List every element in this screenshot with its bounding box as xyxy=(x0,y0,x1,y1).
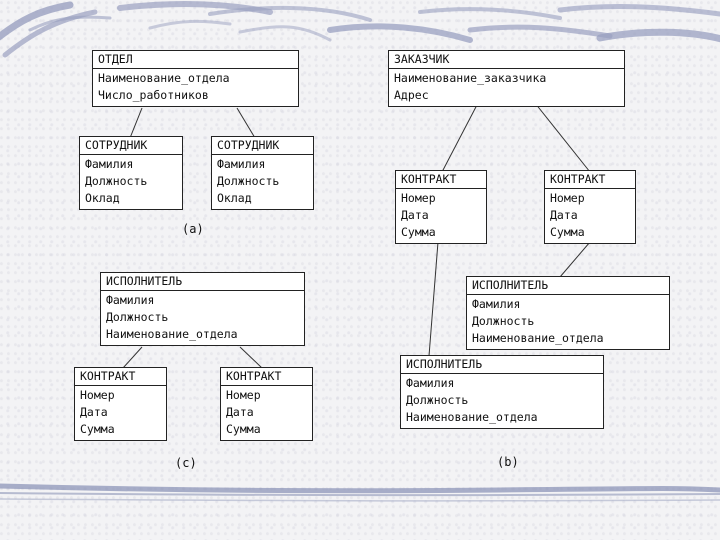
attribute: Фамилия xyxy=(106,292,299,309)
link-kontr-isp-b2 xyxy=(429,242,438,356)
caption-c: (c) xyxy=(175,456,197,470)
entity-name: КОНТРАКТ xyxy=(545,171,635,189)
entity-ispolnitel-c: ИСПОЛНИТЕЛЬ Фамилия Должность Наименован… xyxy=(100,272,305,346)
attribute: Номер xyxy=(550,190,630,207)
entity-name: ИСПОЛНИТЕЛЬ xyxy=(101,273,304,291)
link-zakazchik-kontr2 xyxy=(535,103,590,172)
attribute: Дата xyxy=(80,404,161,421)
entity-ispolnitel-b2: ИСПОЛНИТЕЛЬ Фамилия Должность Наименован… xyxy=(400,355,604,429)
attribute: Наименование_отдела xyxy=(106,326,299,343)
entity-kontrakt-b1: КОНТРАКТ Номер Дата Сумма xyxy=(395,170,487,244)
attribute: Фамилия xyxy=(406,375,598,392)
attribute: Адрес xyxy=(394,87,619,104)
attribute: Должность xyxy=(106,309,299,326)
entity-kontrakt-c2: КОНТРАКТ Номер Дата Сумма xyxy=(220,367,313,441)
entity-name: ИСПОЛНИТЕЛЬ xyxy=(467,277,669,295)
attribute: Дата xyxy=(550,207,630,224)
attribute: Сумма xyxy=(80,421,161,438)
attribute: Наименование_заказчика xyxy=(394,70,619,87)
link-kontr-isp-b1 xyxy=(560,242,590,277)
entity-name: ОТДЕЛ xyxy=(93,51,298,69)
attribute: Номер xyxy=(226,387,307,404)
entity-name: КОНТРАКТ xyxy=(396,171,486,189)
caption-b: (b) xyxy=(497,455,519,469)
link-isp-kontr-c1 xyxy=(123,347,142,368)
attribute: Сумма xyxy=(401,224,481,241)
entity-ispolnitel-b1: ИСПОЛНИТЕЛЬ Фамилия Должность Наименован… xyxy=(466,276,670,350)
attribute: Наименование_отдела xyxy=(472,330,664,347)
entity-sotrudnik-2: СОТРУДНИК Фамилия Должность Оклад xyxy=(211,136,314,210)
attribute: Должность xyxy=(217,173,308,190)
entity-name: КОНТРАКТ xyxy=(75,368,166,386)
attribute: Номер xyxy=(80,387,161,404)
entity-name: ЗАКАЗЧИК xyxy=(389,51,624,69)
attribute: Наименование_отдела xyxy=(98,70,293,87)
attribute: Оклад xyxy=(217,190,308,207)
entity-name: СОТРУДНИК xyxy=(80,137,182,155)
attribute: Сумма xyxy=(226,421,307,438)
caption-a: (a) xyxy=(182,222,204,236)
attribute: Дата xyxy=(401,207,481,224)
entity-name: СОТРУДНИК xyxy=(212,137,313,155)
link-isp-kontr-c2 xyxy=(240,347,262,368)
attribute: Должность xyxy=(85,173,177,190)
attribute: Фамилия xyxy=(472,296,664,313)
entity-name: КОНТРАКТ xyxy=(221,368,312,386)
attribute: Должность xyxy=(406,392,598,409)
link-zakazchik-kontr1 xyxy=(442,103,478,172)
attribute: Фамилия xyxy=(217,156,308,173)
entity-otdel: ОТДЕЛ Наименование_отдела Число_работник… xyxy=(92,50,299,107)
attribute: Наименование_отдела xyxy=(406,409,598,426)
attribute: Дата xyxy=(226,404,307,421)
entity-name: ИСПОЛНИТЕЛЬ xyxy=(401,356,603,374)
link-otdel-sotr2 xyxy=(237,108,255,138)
attribute: Оклад xyxy=(85,190,177,207)
entity-kontrakt-b2: КОНТРАКТ Номер Дата Сумма xyxy=(544,170,636,244)
attribute: Номер xyxy=(401,190,481,207)
attribute: Сумма xyxy=(550,224,630,241)
attribute: Число_работников xyxy=(98,87,293,104)
entity-kontrakt-c1: КОНТРАКТ Номер Дата Сумма xyxy=(74,367,167,441)
attribute: Должность xyxy=(472,313,664,330)
attribute: Фамилия xyxy=(85,156,177,173)
link-otdel-sotr1 xyxy=(130,108,142,138)
entity-zakazchik: ЗАКАЗЧИК Наименование_заказчика Адрес xyxy=(388,50,625,107)
entity-sotrudnik-1: СОТРУДНИК Фамилия Должность Оклад xyxy=(79,136,183,210)
